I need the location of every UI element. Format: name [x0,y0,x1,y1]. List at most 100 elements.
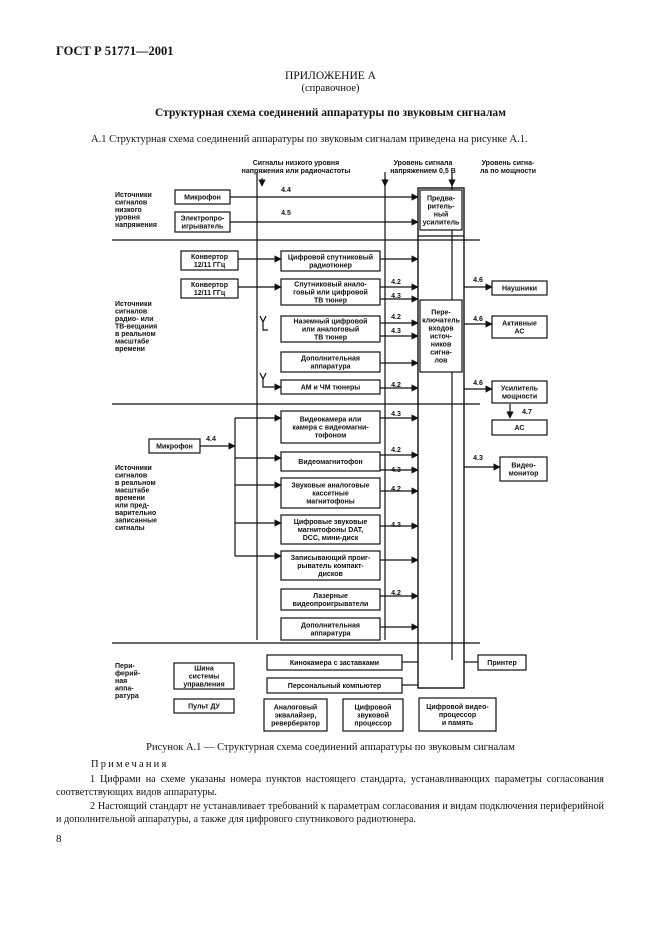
num-n44a: 4.4 [281,187,291,194]
box-headphones: Наушники [491,280,548,296]
box-label-headphones: Наушники [502,286,537,293]
box-label-vcr: Видеомагнитофон [298,459,362,466]
box-remote: Пульт ДУ [173,698,235,714]
box-label-amfm: АМ и ЧМ тюнеры [301,385,361,392]
box-pc: Персональный компьютер [266,677,403,694]
num-n44b: 4.4 [206,436,216,443]
section-title: Структурная схема соединений аппаратуры … [155,107,506,119]
box-as: АС [491,419,548,436]
box-cd: Записывающий проиг-рыватель компакт-диск… [280,550,381,581]
box-label-as: АС [515,425,525,432]
num-n43d: 4.3 [391,467,401,474]
appendix-title: ПРИЛОЖЕНИЕ А [285,70,376,82]
box-mic1: Микрофон [174,189,231,205]
num-n42d: 4.2 [391,447,401,454]
notes-heading: Примечания [91,759,169,770]
box-printer: Принтер [477,654,527,671]
box-label-mic2: Микрофон [156,444,193,451]
num-n43b: 4.3 [391,328,401,335]
box-label-monitor: Видео-монитор [509,463,539,478]
num-n42f: 4.2 [391,590,401,597]
box-eplayer: Электропро-игрыватель [174,211,231,233]
box-mic2: Микрофон [148,438,201,454]
box-monitor: Видео-монитор [499,456,548,482]
num-n42a: 4.2 [391,279,401,286]
box-label-cd: Записывающий проиг-рыватель компакт-диск… [291,554,371,578]
appendix-subtitle: (справочное) [301,83,360,94]
box-label-mic1: Микрофон [184,195,221,202]
intro-paragraph: А.1 Структурная схема соединений аппарат… [91,134,528,145]
box-label-remote: Пульт ДУ [188,704,220,711]
num-n46a: 4.6 [473,277,483,284]
box-label-eplayer: Электропро-игрыватель [181,216,225,231]
note-1: 1 Цифрами на схеме указаны номера пункто… [56,774,604,798]
num-n43a: 4.3 [391,293,401,300]
num-n46b: 4.6 [473,316,483,323]
num-n42c: 4.2 [391,382,401,389]
page-number: 8 [56,833,62,845]
num-n43e: 4.3 [391,522,401,529]
box-label-printer: Принтер [487,660,516,667]
num-n46c: 4.6 [473,380,483,387]
figure-caption: Рисунок А.1 — Структурная схема соединен… [146,742,515,753]
box-movie: Кинокамера с заставками [266,654,403,671]
top-label-power: Уровень сигна-ла по мощности [480,160,536,175]
box-label-pc: Персональный компьютер [288,682,381,690]
num-n42b: 4.2 [391,314,401,321]
box-label-movie: Кинокамера с заставками [290,660,379,667]
note-2: 2 Настоящий стандарт не устанавливает тр… [56,801,604,825]
num-n43c: 4.3 [391,411,401,418]
num-n45: 4.5 [281,210,291,217]
num-n47: 4.7 [522,409,532,416]
num-n42e: 4.2 [391,486,401,493]
num-n43f: 4.3 [473,455,483,462]
box-vcr: Видеомагнитофон [280,451,381,472]
box-amfm: АМ и ЧМ тюнеры [280,379,381,395]
standard-header: ГОСТ Р 51771—2001 [56,44,174,58]
